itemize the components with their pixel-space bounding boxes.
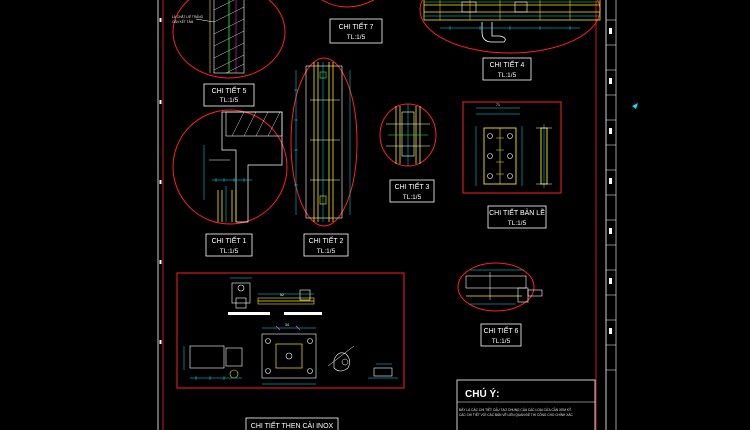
notes-block: CHÚ Ý: ĐÂY LÀ CÁC CHI TIẾT CẤU TẠO CHUNG… bbox=[456, 379, 596, 430]
notes-title: CHÚ Ý: bbox=[465, 387, 499, 400]
notes-line-1: ĐÂY LÀ CÁC CHI TIẾT CẤU TẠO CHUNG CỦA CÁ… bbox=[459, 407, 572, 412]
detail-2: CHI TIẾT 2 TL:1/5 bbox=[290, 57, 358, 257]
hinge-dim-top: 71 bbox=[496, 103, 500, 107]
latch-title: CHI TIẾT THEN CÀI INOX bbox=[251, 420, 334, 430]
detail-2-title: CHI TIẾT 2 bbox=[309, 235, 344, 245]
detail-3-label-box bbox=[389, 179, 435, 203]
hinge-title: CHI TIẾT BẢN LỀ bbox=[489, 207, 545, 217]
detail-4-section bbox=[423, 0, 601, 43]
detail-7-scale: TL:1/5 bbox=[347, 34, 366, 41]
latch-top-view: 52 bbox=[228, 277, 322, 315]
sheet-frame bbox=[157, 0, 638, 430]
detail-5-label-box bbox=[203, 83, 255, 107]
detail-5-scale: TL:1/5 bbox=[220, 97, 239, 104]
detail-4: CHI TIẾT 4 TL:1/5 bbox=[419, 0, 601, 81]
detail-1-title: CHI TIẾT 1 bbox=[212, 235, 247, 245]
detail-3-section bbox=[386, 104, 430, 166]
notes-line-2: CÁC CHI TIẾT VỚI CÁC BẢN VẼ LIÊN QUAN ĐỂ… bbox=[459, 412, 573, 417]
detail-7-title: CHI TIẾT 7 bbox=[339, 21, 374, 31]
detail-1-section bbox=[203, 111, 283, 223]
detail-6: CHI TIẾT 6 TL:1/5 bbox=[457, 262, 543, 347]
detail-6-title: CHI TIẾT 6 bbox=[484, 325, 519, 335]
detail-4-scale: TL:1/5 bbox=[498, 72, 517, 79]
detail-7-label-box bbox=[329, 18, 383, 44]
latch-dim-a: 52 bbox=[280, 293, 284, 297]
latch-dim-b: 34 bbox=[285, 323, 289, 327]
detail-5-timber bbox=[209, 0, 245, 74]
detail-1: CHI TIẾT 1 TL:1/5 bbox=[172, 109, 288, 257]
hinge-plate: 71 bbox=[475, 103, 523, 186]
detail-5: LÀ CHẮT LIÊ TRÁNG CĂN KẾT TẤM CHI TIẾT 5… bbox=[172, 0, 286, 107]
detail-5-title: CHI TIẾT 5 bbox=[212, 85, 247, 95]
hinge-scale: TL:1/5 bbox=[508, 220, 527, 227]
latch-label-box bbox=[245, 417, 339, 430]
detail-hinge: 71 CHI TIẾT BẢN LỀ TL:1/5 bbox=[462, 101, 562, 229]
detail-5-note-line1: LÀ CHẮT LIÊ TRÁNG bbox=[172, 14, 204, 19]
detail-2-scale: TL:1/5 bbox=[317, 248, 336, 255]
detail-2-section bbox=[294, 62, 351, 222]
latch-left-view bbox=[183, 345, 243, 380]
detail-1-label-box bbox=[205, 233, 253, 257]
detail-3-scale: TL:1/5 bbox=[403, 194, 422, 201]
latch-right-views bbox=[327, 345, 398, 379]
detail-6-section bbox=[465, 269, 543, 305]
detail-3-title: CHI TIẾT 3 bbox=[395, 181, 430, 191]
detail-7: CHI TIẾT 7 TL:1/5 bbox=[321, 0, 383, 44]
detail-4-title: CHI TIẾT 4 bbox=[490, 59, 525, 69]
detail-3: CHI TIẾT 3 TL:1/5 bbox=[379, 103, 437, 203]
detail-5-note-line2: CĂN KẾT TẤM bbox=[172, 19, 194, 24]
detail-2-label-box bbox=[303, 233, 349, 257]
detail-inox-latch: 52 34 bbox=[176, 272, 405, 430]
hinge-label-box bbox=[487, 205, 547, 229]
detail-6-scale: TL:1/5 bbox=[492, 338, 511, 345]
latch-front-view: 34 bbox=[261, 323, 317, 385]
detail-6-label-box bbox=[480, 323, 522, 347]
detail-4-label-box bbox=[482, 57, 532, 81]
detail-1-scale: TL:1/5 bbox=[220, 248, 239, 255]
hinge-side-view bbox=[536, 124, 552, 188]
